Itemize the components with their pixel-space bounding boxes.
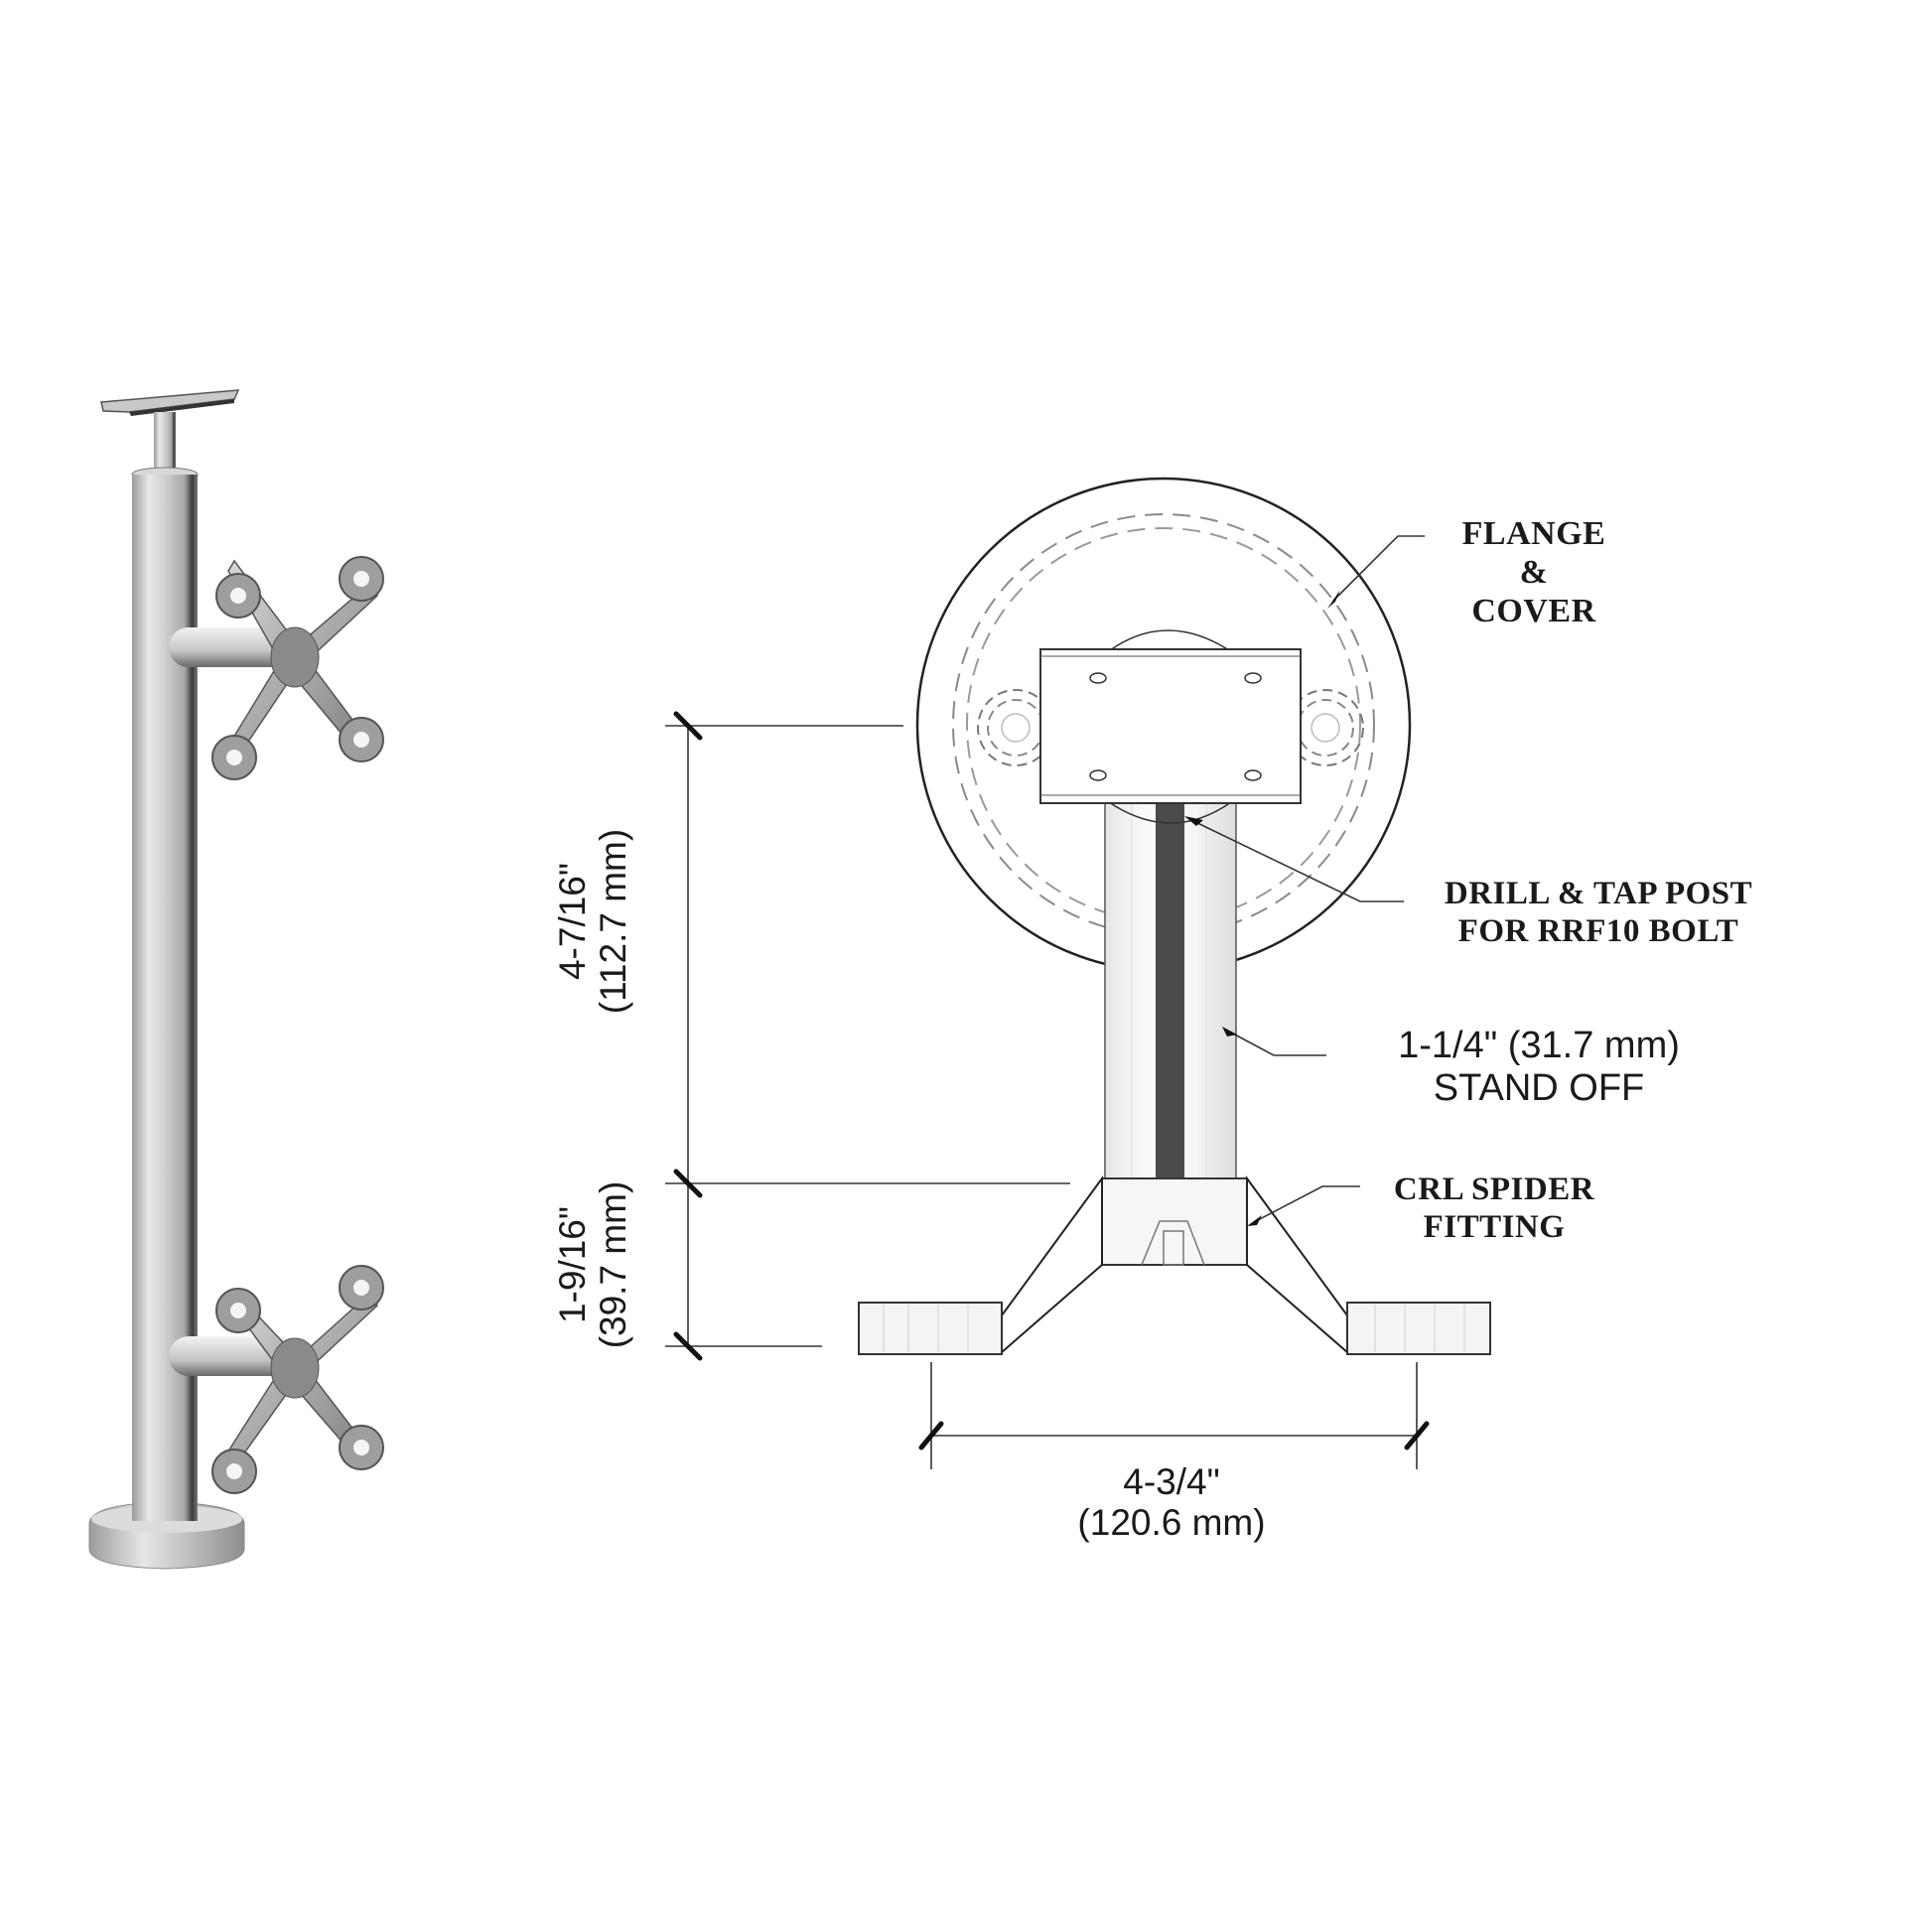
- flange-cover-label: FLANGE & COVER: [1435, 514, 1633, 630]
- spider-fitting-section: [858, 1174, 1491, 1355]
- dim-upper-imperial: 4-7/16": [552, 862, 593, 981]
- plate-dome: [1109, 629, 1230, 651]
- standoff-label-line2: STAND OFF: [1433, 1066, 1645, 1109]
- dim-lower-metric: (39.7 mm): [593, 1180, 634, 1349]
- leader-arrowheads: [1184, 590, 1340, 1226]
- dimension-ticks: [673, 711, 1430, 1450]
- handrail-saddle: [100, 389, 240, 474]
- dim-upper-height: 4-7/16" (112.7 mm): [552, 782, 651, 1060]
- drill-label-line2: FOR RRF10 BOLT: [1457, 912, 1739, 949]
- spider-label-line2: FITTING: [1423, 1208, 1566, 1245]
- flange-label-line1: FLANGE: [1461, 515, 1606, 552]
- standoff-tube: [1104, 801, 1237, 1195]
- dim-base-metric: (120.6 mm): [1077, 1502, 1266, 1544]
- spider-fitting-label: CRL SPIDER FITTING: [1370, 1172, 1618, 1247]
- mounting-plate: [1039, 648, 1302, 804]
- flange-label-line2: &: [1519, 554, 1549, 592]
- drill-label-line1: DRILL & TAP POST: [1444, 876, 1753, 911]
- flange-label-line3: COVER: [1471, 593, 1596, 630]
- dim-upper-metric: (112.7 mm): [593, 828, 634, 1015]
- standoff-label: 1-1/4" (31.7 mm) STAND OFF: [1360, 1025, 1718, 1109]
- dim-lower-height: 1-9/16" (39.7 mm): [552, 1146, 651, 1384]
- spider-fitting-upper: [169, 556, 384, 780]
- dim-lower-imperial: 1-9/16": [552, 1205, 593, 1324]
- spider-fitting-lower: [169, 1265, 384, 1494]
- spider-label-line1: CRL SPIDER: [1393, 1172, 1595, 1207]
- drill-tap-label: DRILL & TAP POST FOR RRF10 BOLT: [1410, 876, 1787, 951]
- standoff-label-line1: 1-1/4" (31.7 mm): [1398, 1025, 1680, 1066]
- base-flange: [88, 1469, 245, 1570]
- dim-base-width: 4-3/4" (120.6 mm): [1033, 1461, 1311, 1544]
- leader-lines: [1190, 535, 1425, 1222]
- dim-base-imperial: 4-3/4": [1123, 1461, 1220, 1502]
